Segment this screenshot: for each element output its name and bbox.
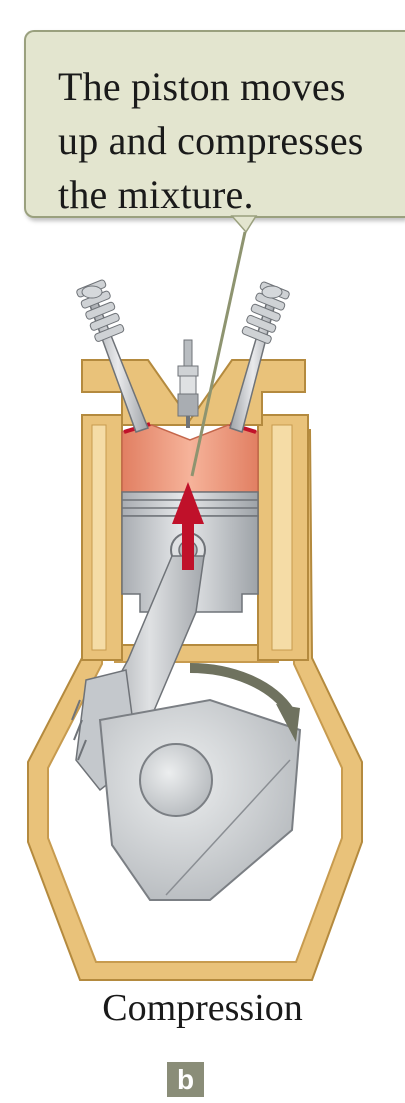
callout-pointer [232, 216, 256, 232]
crank-journal [140, 744, 212, 816]
intake-valve [76, 279, 148, 432]
caption: Compression [0, 986, 405, 1030]
combustion-chamber [122, 425, 258, 492]
panel-label-badge: b [167, 1062, 204, 1097]
spark-plug [178, 340, 198, 428]
